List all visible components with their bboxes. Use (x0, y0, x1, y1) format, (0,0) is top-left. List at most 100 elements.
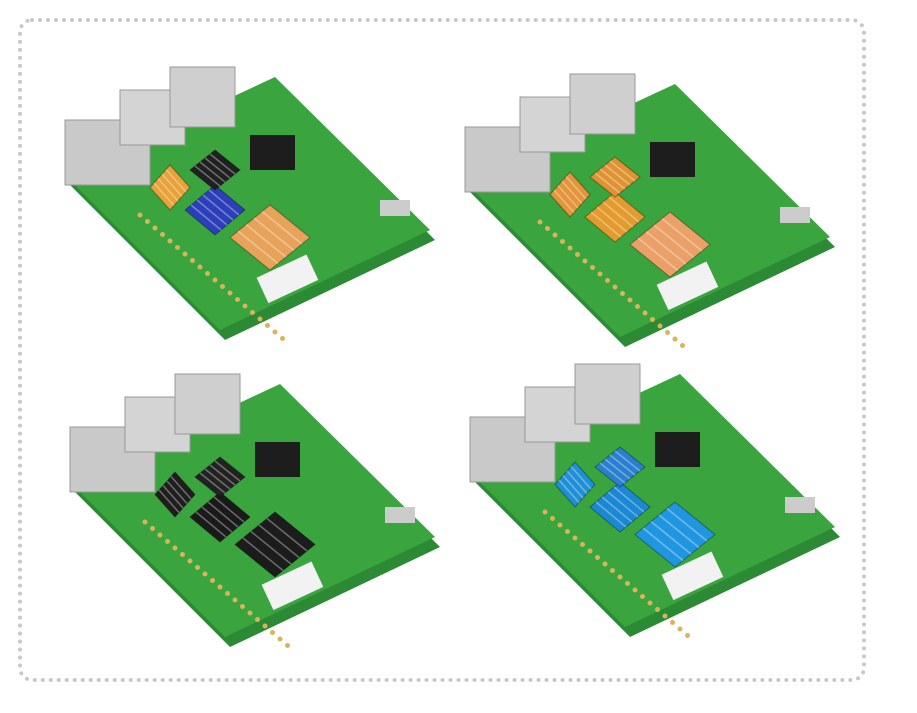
gpio-pin (582, 258, 588, 264)
dotted-frame (18, 18, 866, 682)
heatsink-large (634, 501, 716, 568)
gpio-pin (187, 558, 193, 564)
gpio-pin (190, 258, 195, 263)
heatsink-small (549, 171, 591, 218)
gpio-pin (212, 277, 218, 283)
heatsink-fin (599, 462, 626, 484)
heatsink-fin (162, 485, 184, 509)
gpio-pin (665, 330, 670, 335)
heatsink-fin (165, 169, 187, 193)
gpio-pin (550, 516, 555, 521)
heatsink-medium (584, 191, 646, 243)
usb-c-port (385, 507, 415, 523)
heatsink-fin (204, 157, 231, 179)
camera-connector (650, 142, 695, 177)
board-photo-black (69, 373, 440, 648)
board-photo-blue (469, 363, 840, 638)
gpio-pin (272, 329, 278, 335)
heatsink-fin (590, 211, 622, 238)
heatsink-fin (209, 464, 236, 486)
heatsink-fin (204, 468, 231, 490)
usb-c-connector (656, 261, 719, 311)
heatsink-fin (158, 489, 180, 513)
gpio-pin (557, 522, 563, 528)
gpio-pin (247, 610, 253, 616)
heatsink-fin (199, 161, 226, 183)
gpio-pin (662, 613, 668, 619)
gpio-pin (605, 278, 610, 283)
gpio-pin (560, 239, 565, 244)
heatsink-fin (602, 201, 634, 228)
heatsink-large (234, 511, 316, 578)
heatsink-fin (613, 486, 645, 513)
usb-port (569, 73, 636, 135)
heatsink-fin (570, 466, 592, 490)
heatsink-fin (261, 210, 303, 245)
gpio-pin (567, 245, 573, 251)
heatsink-fin (258, 524, 300, 559)
gpio-pin (552, 232, 558, 238)
usb-c-connector (256, 254, 319, 304)
gpio-pin (595, 555, 600, 560)
heatsink-fin (601, 496, 633, 523)
gpio-pin (167, 238, 173, 244)
usb-port (574, 363, 641, 425)
gpio-pin (617, 574, 623, 580)
gpio-pin (257, 316, 263, 322)
heatsink-small (154, 471, 196, 518)
gpio-pin (150, 526, 155, 531)
gpio-pin (225, 591, 230, 596)
heatsink-fin (266, 517, 308, 552)
gpio-pin (205, 271, 210, 276)
usb-port (174, 373, 241, 435)
gpio-pin (647, 600, 653, 606)
heatsink-fin (594, 172, 621, 194)
heatsink-fin (207, 501, 239, 528)
heatsink-fin (609, 160, 636, 182)
heatsink-fin (253, 217, 295, 252)
heatsink-fin (565, 176, 587, 200)
gpio-pin (575, 252, 580, 257)
heatsink-fin (195, 511, 227, 538)
gpio-pin (220, 284, 225, 289)
heatsink-fin (650, 520, 692, 555)
gpio-pin (655, 607, 660, 612)
gpio-pin (265, 323, 270, 328)
heatsink-small (149, 164, 191, 211)
camera-connector (255, 442, 300, 477)
heatsink-fin (161, 173, 183, 197)
heatsink-fin (242, 537, 284, 572)
heatsink-fin (645, 230, 687, 265)
heatsink-fin (608, 196, 640, 223)
gpio-pin (255, 617, 260, 622)
heatsink-fin (561, 180, 583, 204)
gpio-pin (175, 245, 180, 250)
gpio-pin (232, 597, 238, 603)
heatsink-small (189, 149, 241, 191)
heatsink-fin (557, 185, 579, 209)
gpio-pin (572, 535, 578, 541)
heatsink-fin (558, 479, 580, 503)
usb-c-port (780, 207, 810, 223)
gpio-pin (180, 552, 185, 557)
heatsink-fin (245, 223, 287, 258)
usb-port (169, 66, 236, 128)
heatsink-large (229, 204, 311, 271)
usb-c-port (380, 200, 410, 216)
gpio-pin (542, 509, 548, 515)
gpio-pin (277, 636, 283, 642)
gpio-pin (172, 545, 178, 551)
gpio-pin (210, 578, 215, 583)
heatsink-small (554, 461, 596, 508)
gpio-pin (270, 630, 275, 635)
heatsink-fin (194, 165, 221, 187)
usb-c-port (785, 497, 815, 513)
heatsink-medium (189, 491, 251, 543)
heatsink-fin (157, 178, 179, 202)
gpio-pin (610, 568, 615, 573)
heatsink-fin (607, 491, 639, 518)
heatsink-fin (609, 454, 636, 476)
gpio-pin (240, 604, 245, 609)
gpio-pin (657, 323, 663, 329)
heatsink-fin (201, 506, 233, 533)
